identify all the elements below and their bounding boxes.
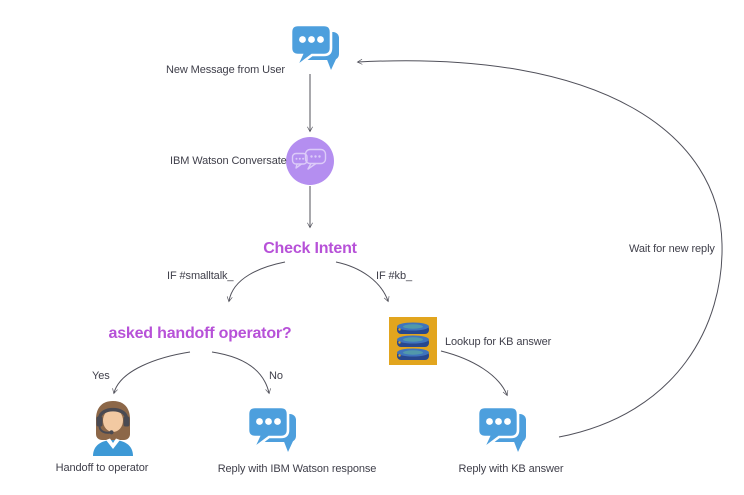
label-handoff-operator: Handoff to operator <box>55 462 149 474</box>
edge-handoff-no <box>211 351 271 395</box>
label-watson: IBM Watson Conversate <box>170 155 287 167</box>
chat-bubbles-icon <box>476 405 526 452</box>
label-new-message: New Message from User <box>166 64 285 76</box>
database-icon <box>389 317 437 365</box>
edge-handoff-yes <box>112 351 191 395</box>
label-asked-handoff: asked handoff operator? <box>108 325 292 342</box>
chat-bubbles-icon <box>289 23 339 70</box>
node-new-message <box>289 23 341 76</box>
chat-bubbles-icon <box>246 405 296 452</box>
label-reply-watson: Reply with IBM Watson response <box>217 463 377 475</box>
label-lookup-kb: Lookup for KB answer <box>445 336 552 348</box>
edge-checkintent-smalltalk <box>226 261 286 303</box>
edge-label-wait: Wait for new reply <box>629 243 715 255</box>
operator-headset-icon <box>93 401 133 456</box>
watson-conversate-icon <box>286 137 334 185</box>
node-lookup-kb <box>389 317 437 370</box>
node-handoff-operator <box>86 398 140 461</box>
edge-label-if-smalltalk: IF #smalltalk_ <box>167 270 234 282</box>
node-watson <box>286 137 334 190</box>
edge-label-no: No <box>269 370 283 382</box>
edge-label-yes: Yes <box>92 370 110 382</box>
edge-lookup-to-replykb <box>440 350 509 397</box>
node-reply-watson <box>246 405 298 458</box>
node-reply-kb <box>476 405 528 458</box>
label-check-intent: Check Intent <box>263 240 357 257</box>
label-reply-kb: Reply with KB answer <box>458 463 564 475</box>
edge-label-if-kb: IF #kb_ <box>376 270 412 282</box>
